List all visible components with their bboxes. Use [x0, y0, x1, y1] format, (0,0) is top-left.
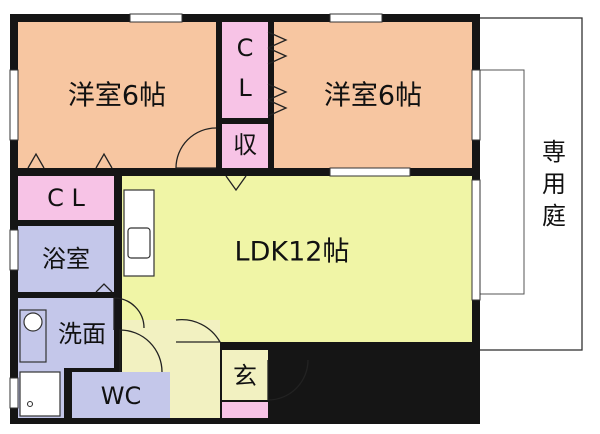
room-toilet	[72, 372, 170, 418]
door-swing-bedroom-west	[175, 127, 217, 169]
label-closet-center-1: C	[237, 34, 254, 62]
washbasin-counter	[19, 309, 47, 363]
door-swing-toilet	[119, 329, 163, 373]
label-garden-2: 用	[542, 170, 566, 198]
label-garden-1: 専	[542, 138, 566, 166]
label-ldk: LDK12帖	[235, 237, 350, 268]
label-toilet: WC	[101, 382, 142, 410]
window-top-east	[329, 13, 383, 23]
label-washroom: 洗面	[58, 320, 106, 348]
door-swing-entrance	[267, 359, 309, 401]
label-garden-3: 庭	[542, 202, 566, 230]
window-bath	[9, 229, 19, 271]
label-entrance: 玄	[233, 362, 257, 390]
label-closet-center-2: L	[238, 74, 252, 102]
room-bedroom-west	[18, 22, 216, 168]
room-bedroom-east	[274, 22, 472, 168]
room-entrance-step	[222, 402, 268, 418]
room-storage	[222, 124, 268, 168]
washbasin	[23, 312, 43, 332]
room-entrance	[222, 350, 268, 400]
room-closet-center	[222, 22, 268, 118]
bath-vent	[95, 283, 113, 293]
garden-area	[475, 17, 583, 351]
label-storage: 収	[233, 131, 257, 159]
laundry-drain	[26, 400, 34, 408]
window-top-west	[129, 13, 183, 23]
kitchen-sink	[127, 227, 151, 259]
window-east-ldk	[471, 179, 481, 301]
label-closet-west: C L	[47, 184, 85, 212]
label-bath: 浴室	[42, 245, 90, 273]
window-east-bedroom	[471, 69, 481, 141]
closet-fold-west-right	[95, 152, 113, 169]
closet-fold-west-left	[27, 152, 45, 169]
window-washroom	[9, 377, 19, 409]
door-swing-hall	[175, 318, 222, 343]
laundry-space	[19, 371, 61, 417]
closet-fold-center-lower	[267, 83, 288, 117]
label-bedroom-east: 洋室6帖	[324, 81, 422, 112]
window-ldk-bedroom	[329, 167, 411, 177]
door-swing-washroom	[113, 297, 145, 330]
label-bedroom-west: 洋室6帖	[68, 81, 166, 112]
window-west-bedroom	[9, 69, 19, 141]
closet-fold-center-upper	[267, 31, 288, 65]
room-ldk	[122, 176, 472, 342]
room-closet-west	[18, 176, 114, 220]
room-bath	[18, 226, 114, 292]
door-swing-storage	[225, 175, 247, 192]
